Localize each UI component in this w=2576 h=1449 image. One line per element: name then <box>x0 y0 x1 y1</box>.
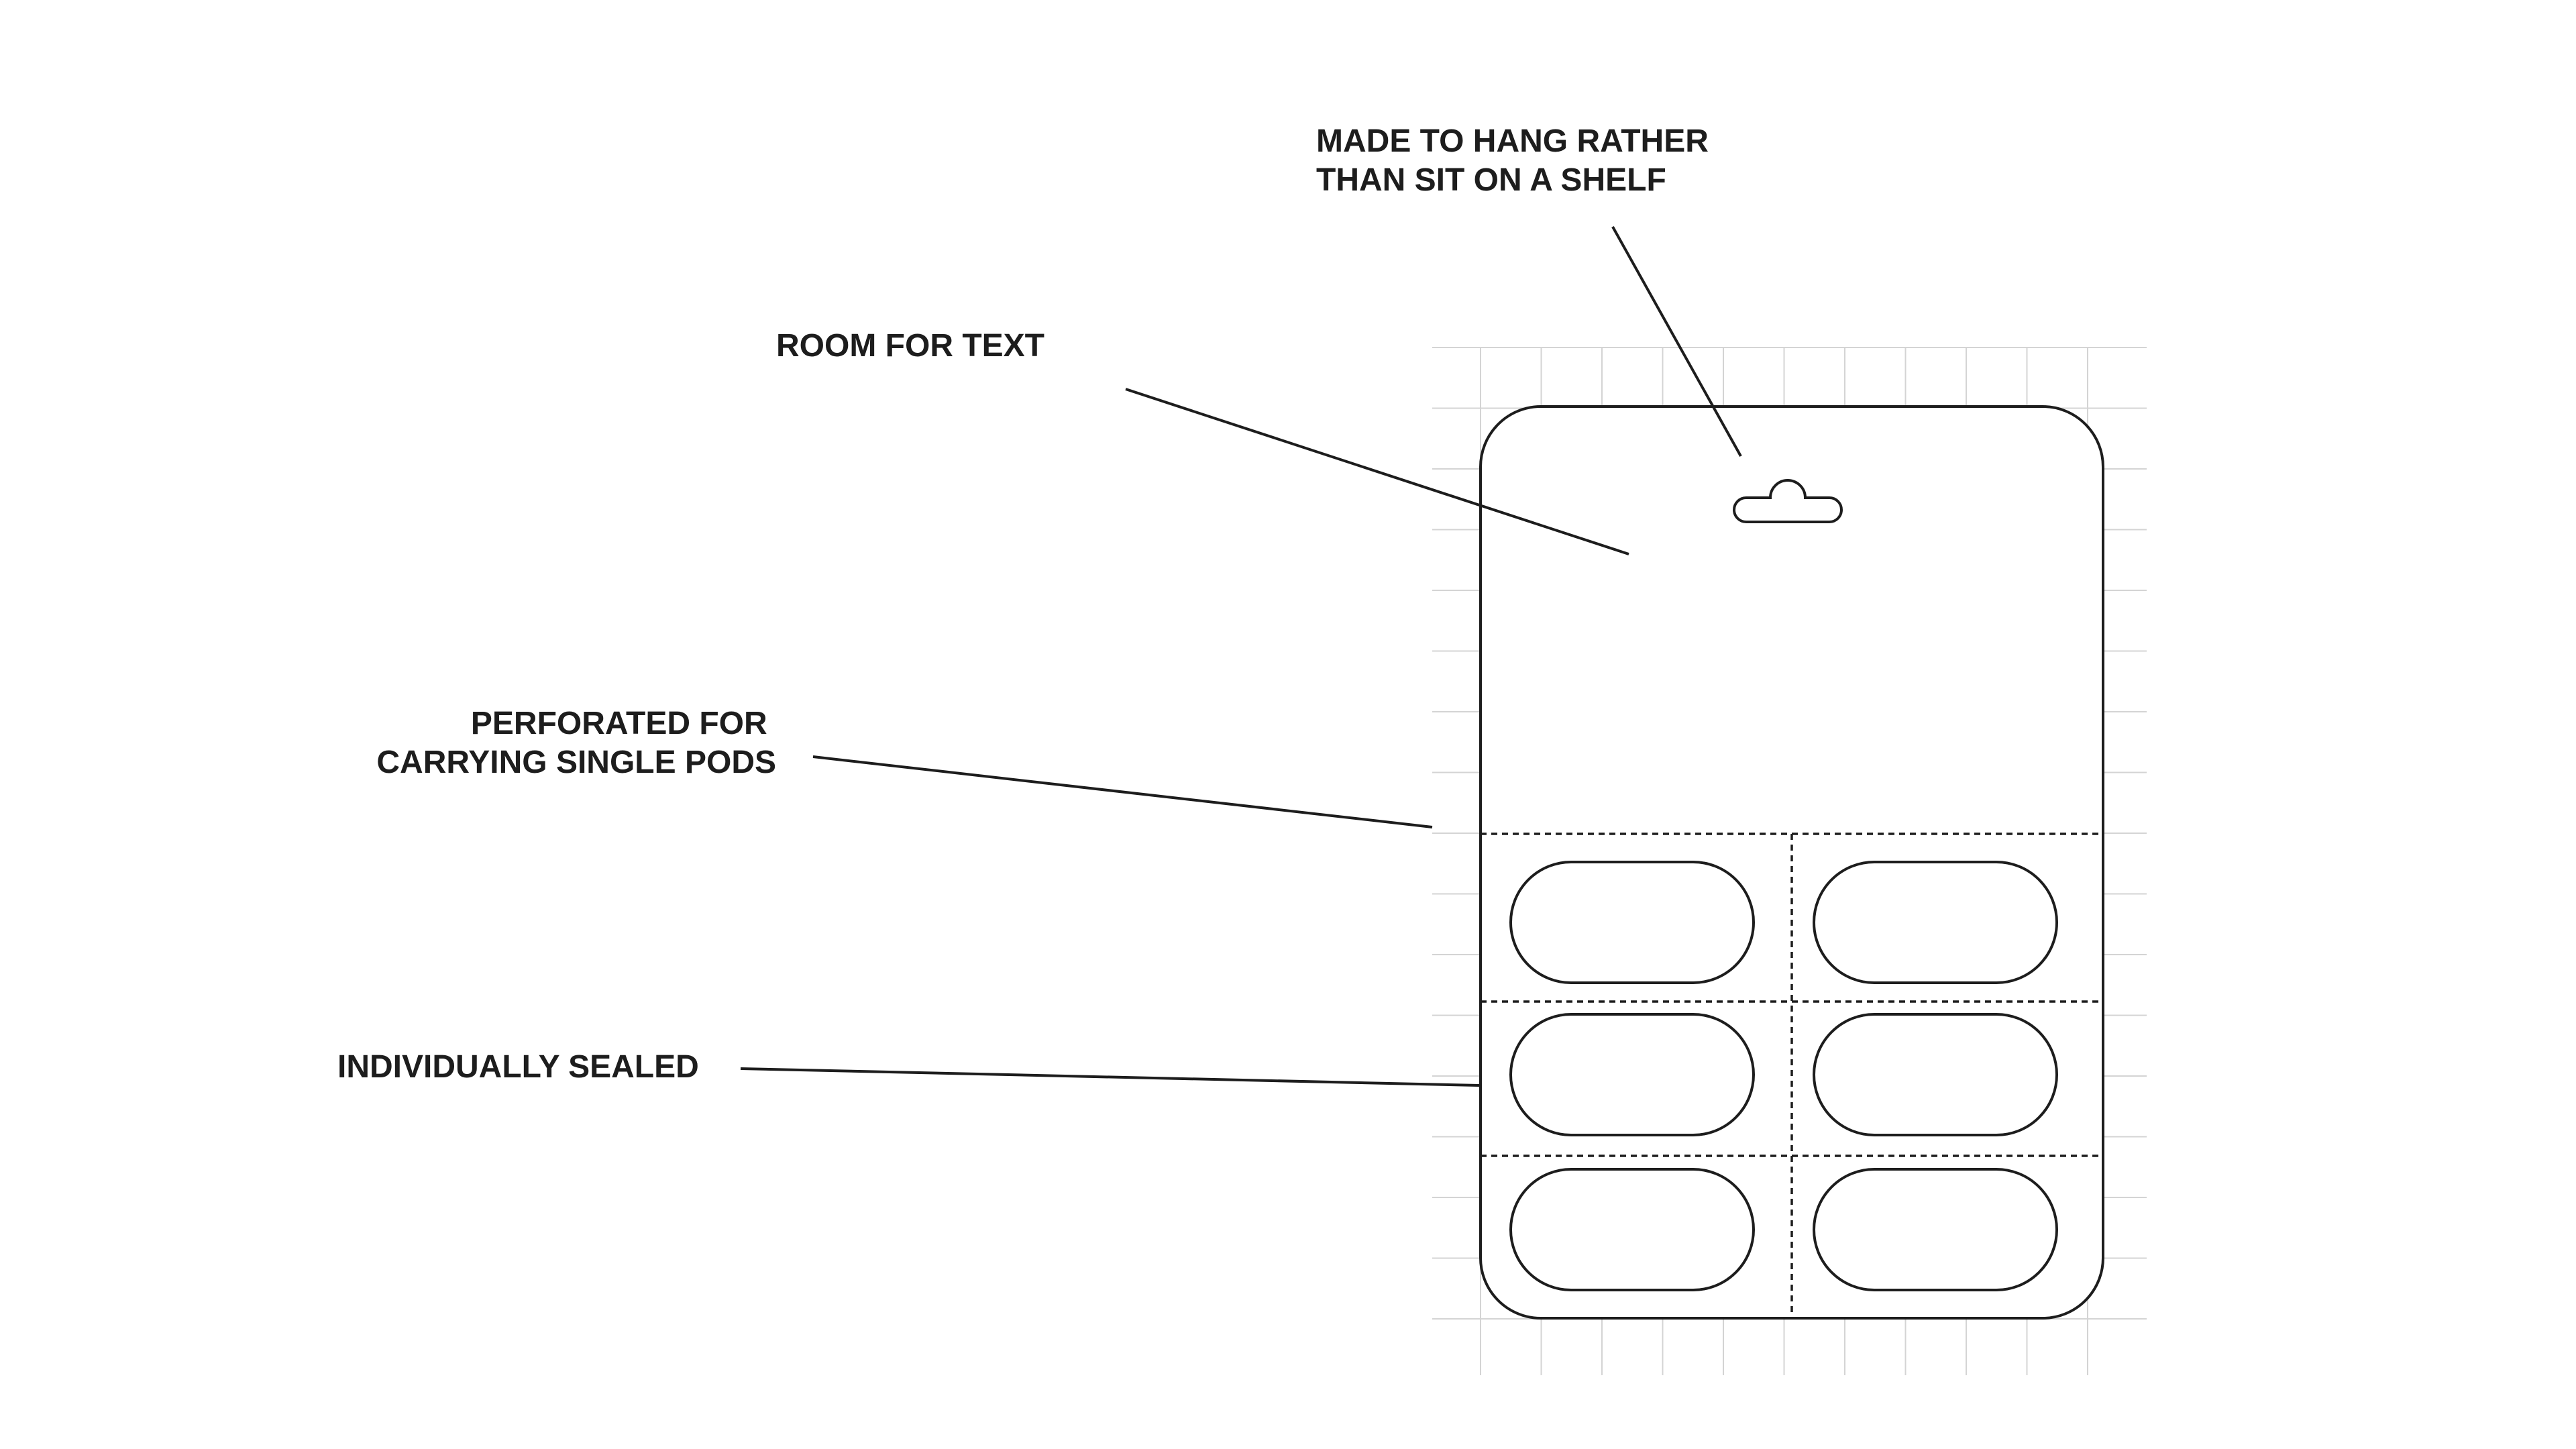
annotation-room: ROOM FOR TEXT <box>776 328 1044 364</box>
annotation-sealed-line-1: INDIVIDUALLY SEALED <box>337 1049 699 1085</box>
leader-lines <box>740 226 1742 1087</box>
sealed-pod <box>1813 1013 2058 1136</box>
leader-line-sealed <box>740 1067 1480 1087</box>
hang-hole <box>1733 479 1843 523</box>
leader-line-room <box>1125 388 1629 555</box>
blister-card <box>1479 405 2104 1320</box>
leader-line-hang <box>1611 226 1742 457</box>
sealed-pods <box>1509 861 2058 1291</box>
annotation-hang-line-2: THAN SIT ON A SHELF <box>1316 162 1666 198</box>
sealed-pod <box>1813 861 2058 984</box>
sealed-pod <box>1509 1013 1755 1136</box>
annotation-sealed: INDIVIDUALLY SEALED <box>337 1049 699 1085</box>
card-outline <box>1479 405 2104 1320</box>
annotation-hang: MADE TO HANG RATHER THAN SIT ON A SHELF <box>1316 123 1717 198</box>
annotation-room-line-1: ROOM FOR TEXT <box>776 328 1044 364</box>
sealed-pod <box>1509 861 1755 984</box>
leader-line-perforated <box>812 755 1433 828</box>
annotation-hang-line-1: MADE TO HANG RATHER <box>1316 123 1709 159</box>
annotation-perforated-line-1: PERFORATED FOR <box>471 706 767 741</box>
sealed-pod <box>1813 1168 2058 1291</box>
perforation-lines <box>1481 833 2103 1318</box>
sealed-pod <box>1509 1168 1755 1291</box>
annotation-perforated-line-2: CARRYING SINGLE PODS <box>376 745 776 780</box>
annotation-perforated: PERFORATED FOR CARRYING SINGLE PODS <box>376 706 776 780</box>
